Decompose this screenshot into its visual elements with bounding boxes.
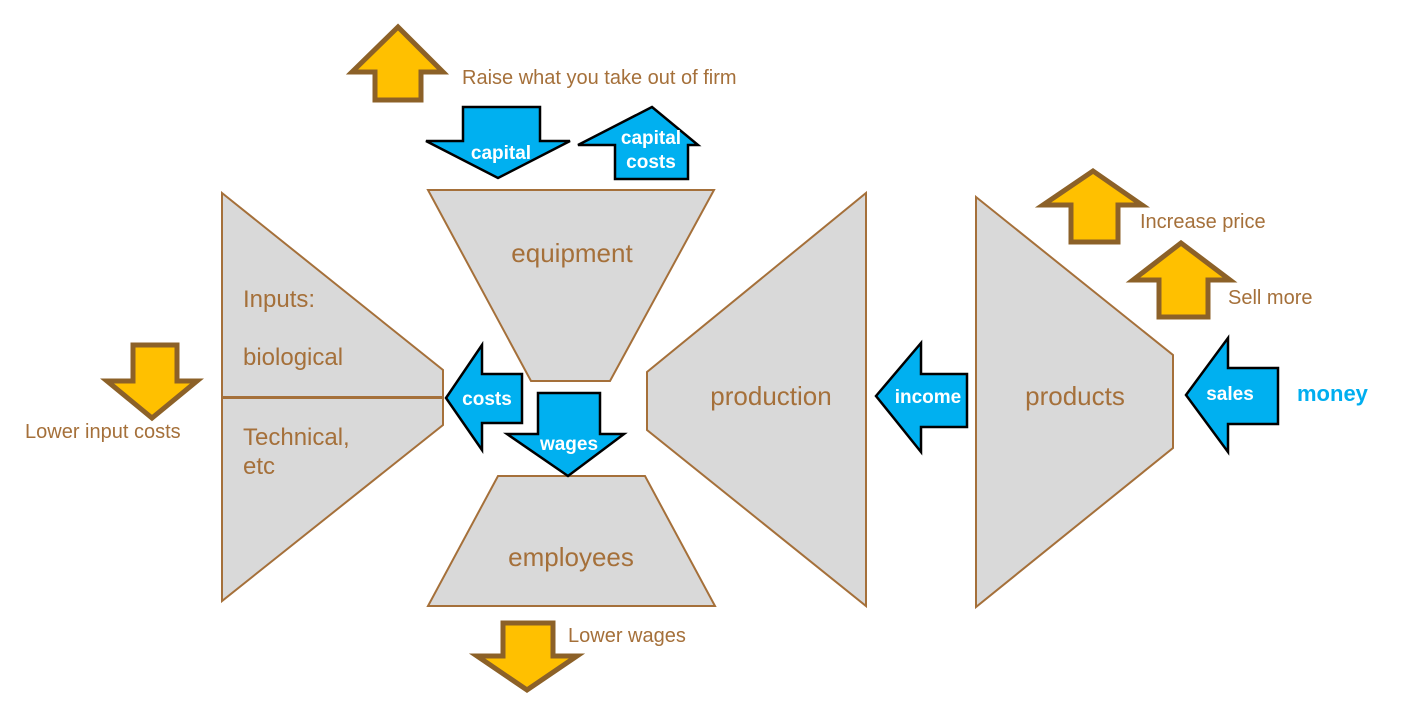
raise-take-out-up-arrow-icon [345,23,450,103]
inputs-lower-shape [221,397,444,604]
employees-shape [426,475,717,607]
inputs-label-line3: Technical, [243,424,350,451]
capital-arrow-label: capital [471,143,531,164]
income-arrow-label: income [895,387,962,408]
sales-arrow-label: sales [1206,384,1254,405]
lower-wages-annotation: Lower wages [568,625,686,647]
employees-label: employees [508,542,634,572]
capital-down-arrow-icon [425,105,571,180]
production-shape [646,190,867,609]
inputs-label-line4: etc [243,453,275,480]
sell-more-up-arrow-icon [1125,239,1238,320]
wages-arrow-label: wages [539,434,598,455]
lower-input-costs-annotation: Lower input costs [25,421,181,443]
lower-input-costs-down-arrow-icon [100,342,204,422]
sales-left-arrow-icon [1184,334,1280,456]
money-annotation: money [1297,381,1369,406]
products-label: products [1025,381,1125,411]
raise-take-out-annotation: Raise what you take out of firm [462,67,737,89]
equipment-shape [426,189,716,382]
products-shape [975,194,1174,610]
capital-costs-arrow-label-line1: capital [621,128,681,149]
production-label: production [710,381,831,411]
capital-costs-arrow-label-line2: costs [626,152,676,173]
sell-more-annotation: Sell more [1228,287,1312,309]
costs-left-arrow-icon [444,340,524,455]
wages-down-arrow-icon [502,391,628,478]
increase-price-up-arrow-icon [1034,167,1150,245]
costs-arrow-label: costs [462,389,512,410]
increase-price-annotation: Increase price [1140,211,1266,233]
capital-costs-up-arrow-icon [577,105,702,181]
income-left-arrow-icon [874,339,969,456]
lower-wages-down-arrow-icon [468,620,586,694]
inputs-label-line1: Inputs: [243,286,315,313]
equipment-label: equipment [511,238,633,268]
inputs-label-line2: biological [243,344,343,371]
